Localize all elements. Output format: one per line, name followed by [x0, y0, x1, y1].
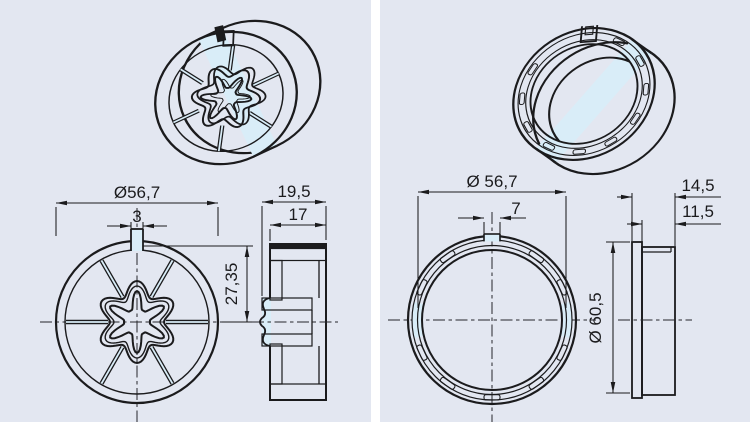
iso-face-notch: [222, 29, 235, 47]
iso-notch: [579, 25, 599, 44]
iso-spokes: [172, 44, 280, 152]
dim-notch-width: 3: [107, 207, 167, 232]
right-panel: Ø 56,7 7: [388, 25, 721, 422]
dim-notch-to-center: 27,35: [143, 245, 253, 323]
dim-body-depth: 11,5: [627, 202, 721, 246]
dim-overall-depth: 14,5: [617, 176, 721, 246]
iso-rim-slots: [518, 37, 650, 155]
dim-overall-depth-label: 19,5: [277, 182, 310, 201]
dim-notch-width: 7: [458, 199, 526, 240]
front-rim-slots: [416, 250, 568, 401]
dim-body-depth-label: 11,5: [682, 202, 714, 221]
left-isometric-view: [154, 19, 322, 166]
hub-star-hole-depth: [210, 78, 251, 113]
hub-flower-outline: [99, 279, 175, 365]
notch-section-bar: [270, 244, 326, 249]
dim-flange-diameter-label: Ø 60,5: [586, 292, 605, 343]
top-notch-tab: [130, 228, 144, 251]
dim-body-depth: 17: [269, 205, 326, 241]
hub-protrusion: [262, 298, 271, 346]
front-spokes: [66, 259, 208, 385]
star-hole: [109, 289, 165, 355]
dim-outer-diameter-label: Ø56,7: [114, 183, 160, 202]
dim-notch-to-center-label: 27,35: [222, 263, 241, 306]
hub-flower-inner-line: [104, 285, 170, 359]
dim-notch-width-label: 3: [132, 207, 141, 226]
panel-divider: [371, 0, 380, 422]
left-front-view: Ø56,7 3 27,35: [40, 183, 253, 422]
dim-overall-depth: 19,5: [261, 182, 327, 296]
dim-inner-diameter-label: Ø 56,7: [466, 172, 517, 191]
dim-flange-diameter: Ø 60,5: [586, 241, 630, 394]
right-isometric-view: [512, 25, 676, 176]
section-hatching: [261, 247, 327, 401]
right-front-view: Ø 56,7 7: [388, 172, 596, 422]
dim-outer-diameter: Ø56,7: [55, 183, 219, 236]
left-side-view: 19,5 17: [252, 182, 338, 401]
dim-body-depth-label: 17: [289, 205, 308, 224]
dim-overall-depth-label: 14,5: [681, 176, 714, 195]
dim-notch-width-label: 7: [511, 199, 520, 218]
dim-inner-diameter: Ø 56,7: [417, 172, 567, 308]
ring-bore-circle: [421, 249, 563, 391]
right-side-view: Ø 60,5 14,5 11,5: [586, 176, 721, 399]
web-lines: [311, 260, 320, 384]
hub-star-hole: [199, 75, 253, 121]
top-notch-tab: [483, 233, 501, 242]
hub-flower: [190, 68, 262, 128]
left-panel: Ø56,7 3 27,35: [40, 19, 338, 422]
ring-body: [641, 246, 676, 396]
bore-front-edge: [529, 43, 639, 145]
